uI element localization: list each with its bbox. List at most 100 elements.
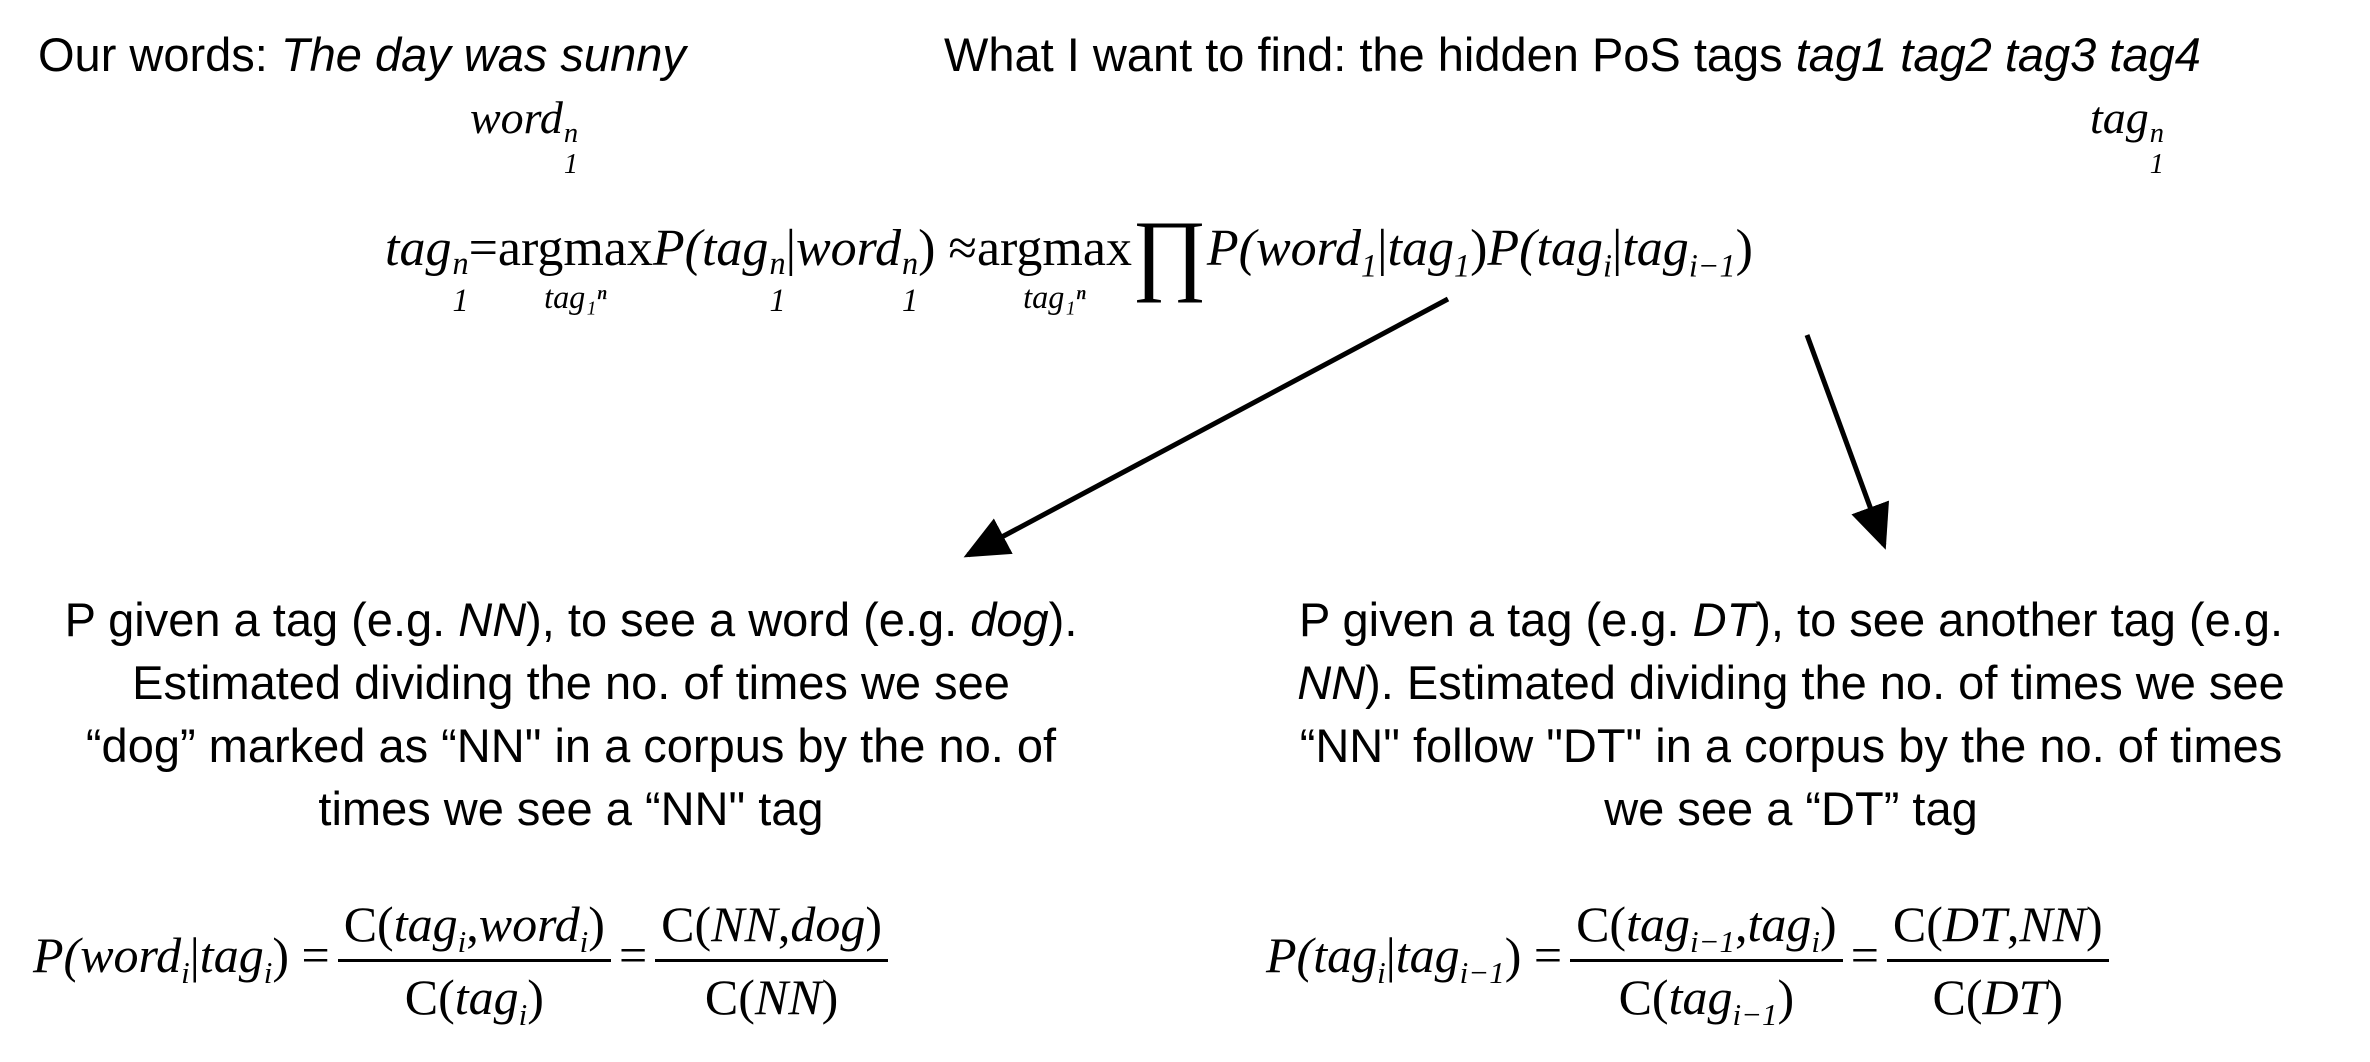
math-text: C( xyxy=(661,896,712,952)
math-text: , xyxy=(777,896,791,952)
emission-probability-formula: P(wordi | tagi) = C(tagi, wordi)C(tagi) … xyxy=(33,895,896,1030)
text-line: times we see a “NN" tag xyxy=(0,777,1161,840)
math-text: = xyxy=(618,926,648,983)
fraction-numerator: C(tagi−1, tagi) xyxy=(1570,895,1843,962)
arrow-to-emission xyxy=(963,296,1450,558)
math-text: C( xyxy=(343,896,394,952)
math-token: ) xyxy=(1736,219,1753,278)
text-line: “NN" follow "DT" in a corpus by the no. … xyxy=(1201,714,2370,777)
math-token: tagi xyxy=(200,926,273,988)
text-segment: NN xyxy=(1297,656,1366,709)
math-text: ) = xyxy=(272,926,330,983)
subscript: 1 xyxy=(769,281,786,318)
math-token: DT xyxy=(1943,895,2007,953)
math-text: NN xyxy=(754,969,822,1025)
math-text: C( xyxy=(404,969,455,1025)
math-text: C( xyxy=(1892,896,1943,952)
subscript: i xyxy=(181,954,190,990)
math-token: C( xyxy=(405,968,455,1026)
transition-probability-formula: P(tagi | tagi−1) = C(tagi−1, tagi)C(tagi… xyxy=(1266,895,2117,1030)
math-text: word xyxy=(1255,219,1361,277)
math-text: tag xyxy=(1536,219,1603,277)
math-token: C( xyxy=(705,968,755,1026)
math-text: | xyxy=(1385,926,1396,983)
math-text: word xyxy=(470,92,563,143)
math-text: word xyxy=(80,926,182,983)
math-text: DT xyxy=(1942,896,2007,952)
math-token: P( xyxy=(1266,926,1313,984)
superscript: n xyxy=(901,245,919,282)
math-text: tag xyxy=(393,896,458,952)
math-text: tag xyxy=(701,219,769,277)
math-text: ) xyxy=(1777,969,1795,1025)
fraction-numerator: C(tagi, wordi) xyxy=(337,895,611,962)
subscript: 1 xyxy=(1360,247,1378,284)
subscript: i−1 xyxy=(1688,247,1736,284)
math-text: | xyxy=(189,926,200,983)
math-token: ) ≈ xyxy=(918,219,977,278)
math-text: argmax xyxy=(976,219,1132,277)
math-token: | xyxy=(786,219,796,278)
math-text: P( xyxy=(652,219,702,277)
math-text: = xyxy=(468,219,498,277)
our-words-heading: Our words: The day was sunny xyxy=(38,28,686,82)
product-symbol: ∏ xyxy=(1132,200,1207,305)
superscript: n xyxy=(769,245,786,282)
math-text: tag xyxy=(1387,219,1454,277)
math-text: ) ≈ xyxy=(918,219,977,277)
hidden-tags: tag1 tag2 tag3 tag4 xyxy=(1795,28,2201,81)
math-token: tagi xyxy=(1747,895,1821,957)
math-token: C( xyxy=(1893,895,1943,953)
our-words-label: Our words: xyxy=(38,28,281,81)
math-token: | xyxy=(1386,926,1396,984)
text-segment: we see a “DT” tag xyxy=(1604,782,1978,835)
math-token: C( xyxy=(1619,968,1669,1026)
math-text: P( xyxy=(33,926,81,983)
math-token: dog xyxy=(790,895,865,953)
math-token: C( xyxy=(661,895,711,953)
arrow-to-transition xyxy=(1804,334,1890,550)
text-line: we see a “DT” tag xyxy=(1201,777,2370,840)
subscript: i−1 xyxy=(1732,997,1778,1032)
subscript: 1 xyxy=(563,149,579,181)
subscript: i xyxy=(1811,924,1821,959)
math-text: = xyxy=(1850,926,1879,983)
math-token: , xyxy=(778,895,791,953)
math-token: C( xyxy=(1576,895,1626,953)
math-token: ) xyxy=(1820,895,1837,953)
superscript: n xyxy=(452,245,469,282)
math-token: tagi−1 xyxy=(1396,926,1505,988)
math-text: word xyxy=(478,896,580,952)
superscript: n xyxy=(563,117,579,149)
math-token: P( xyxy=(653,219,702,278)
math-token: word1 xyxy=(1255,219,1377,282)
math-text: ) xyxy=(1470,219,1488,277)
subscript: i xyxy=(518,997,528,1032)
math-token: C( xyxy=(344,895,394,953)
text-segment: dog xyxy=(970,593,1049,646)
math-token: ) xyxy=(1778,968,1795,1026)
subscript: i xyxy=(263,954,273,990)
math-token: | xyxy=(1612,219,1622,278)
argmax-subscript: tag₁ⁿ xyxy=(1023,278,1086,315)
math-token: tagi−1 xyxy=(1669,968,1778,1030)
math-token: tagi−1 xyxy=(1622,219,1735,282)
math-text: tag xyxy=(1747,896,1812,952)
text-line: P given a tag (e.g. DT), to see another … xyxy=(1201,588,2370,651)
math-token: wordi xyxy=(80,926,190,988)
math-token: ) xyxy=(822,968,839,1026)
subscript: i−1 xyxy=(1459,954,1505,990)
math-text: C( xyxy=(1576,896,1627,952)
text-segment: NN xyxy=(458,593,527,646)
text-segment: “dog” marked as “NN" in a corpus by the … xyxy=(85,719,1057,772)
math-token: , xyxy=(466,895,479,953)
